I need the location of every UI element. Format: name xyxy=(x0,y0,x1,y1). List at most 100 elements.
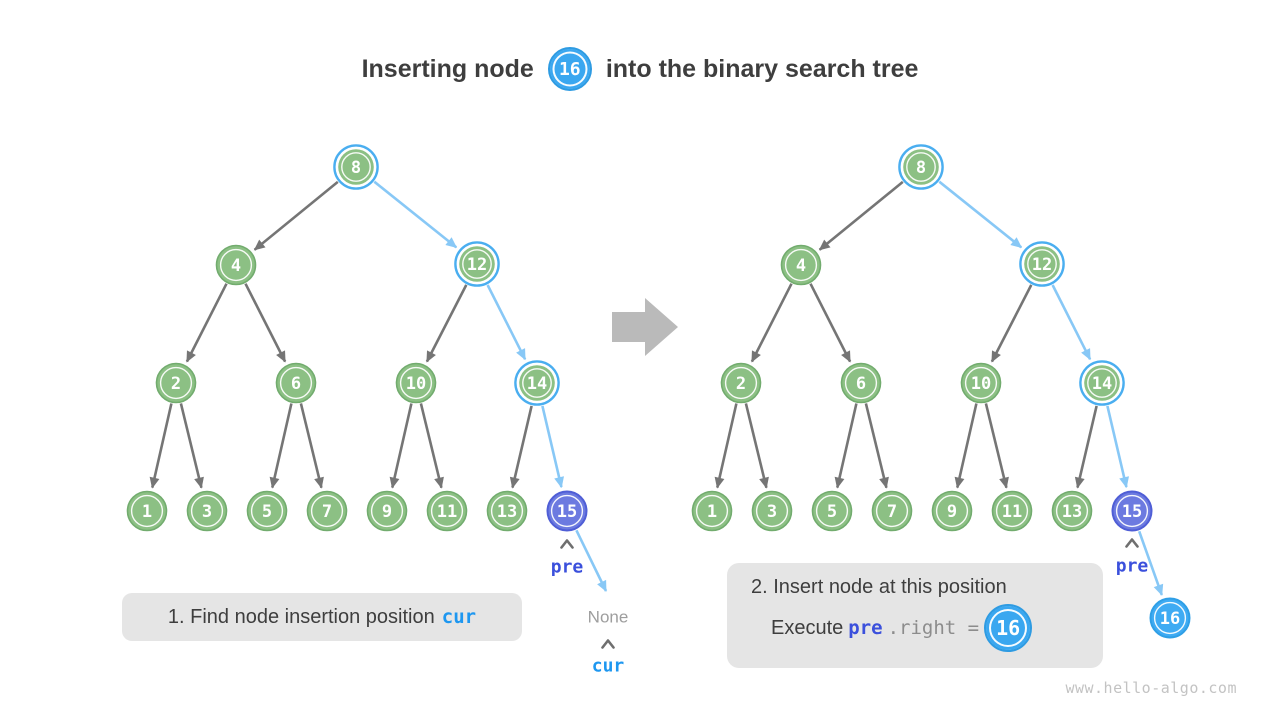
tree-node-4: 4 xyxy=(215,244,257,286)
tree-node-10: 10 xyxy=(395,362,437,404)
tree-edge-12-14 xyxy=(1051,284,1092,361)
tree-node-12: 12 xyxy=(1019,241,1065,287)
step2-code-pre: pre xyxy=(848,617,883,639)
title-suffix: into the binary search tree xyxy=(605,54,919,83)
svg-text:11: 11 xyxy=(1002,502,1022,522)
page-title: Inserting node 16 into the binary search… xyxy=(0,47,1280,91)
tree-node-6: 6 xyxy=(840,362,882,404)
tree-edge-8-4 xyxy=(253,180,339,251)
svg-text:6: 6 xyxy=(856,374,866,394)
svg-text:12: 12 xyxy=(467,255,487,275)
title-node-value: 16 xyxy=(558,58,581,80)
tree-edge-6-5 xyxy=(269,403,293,489)
tree-edge-14-15 xyxy=(541,405,564,489)
svg-text:5: 5 xyxy=(262,502,272,522)
tree-edge-12-14 xyxy=(486,284,527,361)
tree-node-5: 5 xyxy=(246,490,288,532)
tree-node-15: 15 xyxy=(1111,490,1153,532)
svg-text:1: 1 xyxy=(707,502,717,522)
tree-node-15: 15 xyxy=(546,490,588,532)
tree-edge-14-15 xyxy=(1106,405,1129,489)
tree-node-8: 8 xyxy=(898,144,944,190)
tree-edge-8-12 xyxy=(938,180,1023,249)
tree-edge-4-6 xyxy=(244,283,287,363)
pointer-label-pre: pre xyxy=(1116,556,1149,577)
svg-text:13: 13 xyxy=(497,502,517,522)
step1-caption-code-cur: cur xyxy=(441,606,477,628)
step2-node-badge: 16 xyxy=(984,604,1033,652)
svg-text:7: 7 xyxy=(887,502,897,522)
step1-caption-text: 1. Find node insertion position xyxy=(167,605,435,628)
tree-node-2: 2 xyxy=(155,362,197,404)
tree-edge-14-13 xyxy=(1074,405,1098,489)
tree-node-13: 13 xyxy=(1051,490,1093,532)
svg-text:9: 9 xyxy=(382,502,392,522)
svg-text:4: 4 xyxy=(231,256,241,276)
tree-edge-6-5 xyxy=(834,403,858,489)
caret-up-icon xyxy=(560,539,574,549)
step2-node-value: 16 xyxy=(996,616,1021,640)
tree-node-6: 6 xyxy=(275,362,317,404)
svg-text:2: 2 xyxy=(171,374,181,394)
title-node-badge: 16 xyxy=(547,47,592,91)
svg-text:5: 5 xyxy=(827,502,837,522)
pointer-label-none: None xyxy=(588,608,629,627)
tree-node-7: 7 xyxy=(306,490,348,532)
step2-execute-text: Execute xyxy=(771,616,844,639)
tree-node-16: 16 xyxy=(1149,597,1191,639)
tree-edge-2-3 xyxy=(744,403,769,489)
tree-node-1: 1 xyxy=(691,490,733,532)
title-prefix: Inserting node xyxy=(361,54,534,83)
svg-text:16: 16 xyxy=(1160,609,1180,629)
tree-edge-12-10 xyxy=(425,284,468,363)
tree-node-10: 10 xyxy=(960,362,1002,404)
tree-edge-4-2 xyxy=(185,283,228,363)
svg-text:10: 10 xyxy=(971,374,991,394)
step2-caption-line2: Execute pre .right = 16 xyxy=(771,604,1103,652)
tree-edge-12-10 xyxy=(990,284,1033,363)
tree-edge-4-6 xyxy=(809,283,852,363)
pointer-label-pre: pre xyxy=(551,557,584,578)
tree-node-3: 3 xyxy=(751,490,793,532)
tree-node-5: 5 xyxy=(811,490,853,532)
tree-edge-8-4 xyxy=(818,180,904,251)
tree-edge-14-13 xyxy=(509,405,533,489)
tree-node-1: 1 xyxy=(126,490,168,532)
tree-node-11: 11 xyxy=(426,490,468,532)
svg-text:8: 8 xyxy=(916,158,926,178)
step2-code-right: .right = xyxy=(887,617,980,639)
step1-caption: 1. Find node insertion position cur xyxy=(122,593,522,641)
tree-edge-6-7 xyxy=(864,403,889,489)
pointer-label-cur: cur xyxy=(592,656,625,677)
svg-text:6: 6 xyxy=(291,374,301,394)
tree-edge-8-12 xyxy=(373,180,458,249)
tree-edge-10-11 xyxy=(419,403,444,489)
tree-edge-10-11 xyxy=(984,403,1009,489)
tree-node-2: 2 xyxy=(720,362,762,404)
svg-text:14: 14 xyxy=(1092,374,1112,394)
svg-text:13: 13 xyxy=(1062,502,1082,522)
tree-node-14: 14 xyxy=(514,360,560,406)
svg-text:4: 4 xyxy=(796,256,806,276)
caret-up-icon xyxy=(601,639,615,649)
tree-edge-4-2 xyxy=(750,283,793,363)
tree-edge-6-7 xyxy=(299,403,324,489)
svg-text:15: 15 xyxy=(557,502,577,522)
tree-node-9: 9 xyxy=(931,490,973,532)
tree-node-11: 11 xyxy=(991,490,1033,532)
svg-text:10: 10 xyxy=(406,374,426,394)
tree-edge-15-none xyxy=(575,529,608,592)
tree-edge-10-9 xyxy=(389,403,413,489)
tree-node-13: 13 xyxy=(486,490,528,532)
svg-text:3: 3 xyxy=(202,502,212,522)
tree-node-7: 7 xyxy=(871,490,913,532)
tree-edge-2-3 xyxy=(179,403,204,489)
svg-text:3: 3 xyxy=(767,502,777,522)
svg-text:12: 12 xyxy=(1032,255,1052,275)
tree-edge-2-1 xyxy=(714,403,738,489)
svg-text:15: 15 xyxy=(1122,502,1142,522)
tree-node-3: 3 xyxy=(186,490,228,532)
svg-text:8: 8 xyxy=(351,158,361,178)
